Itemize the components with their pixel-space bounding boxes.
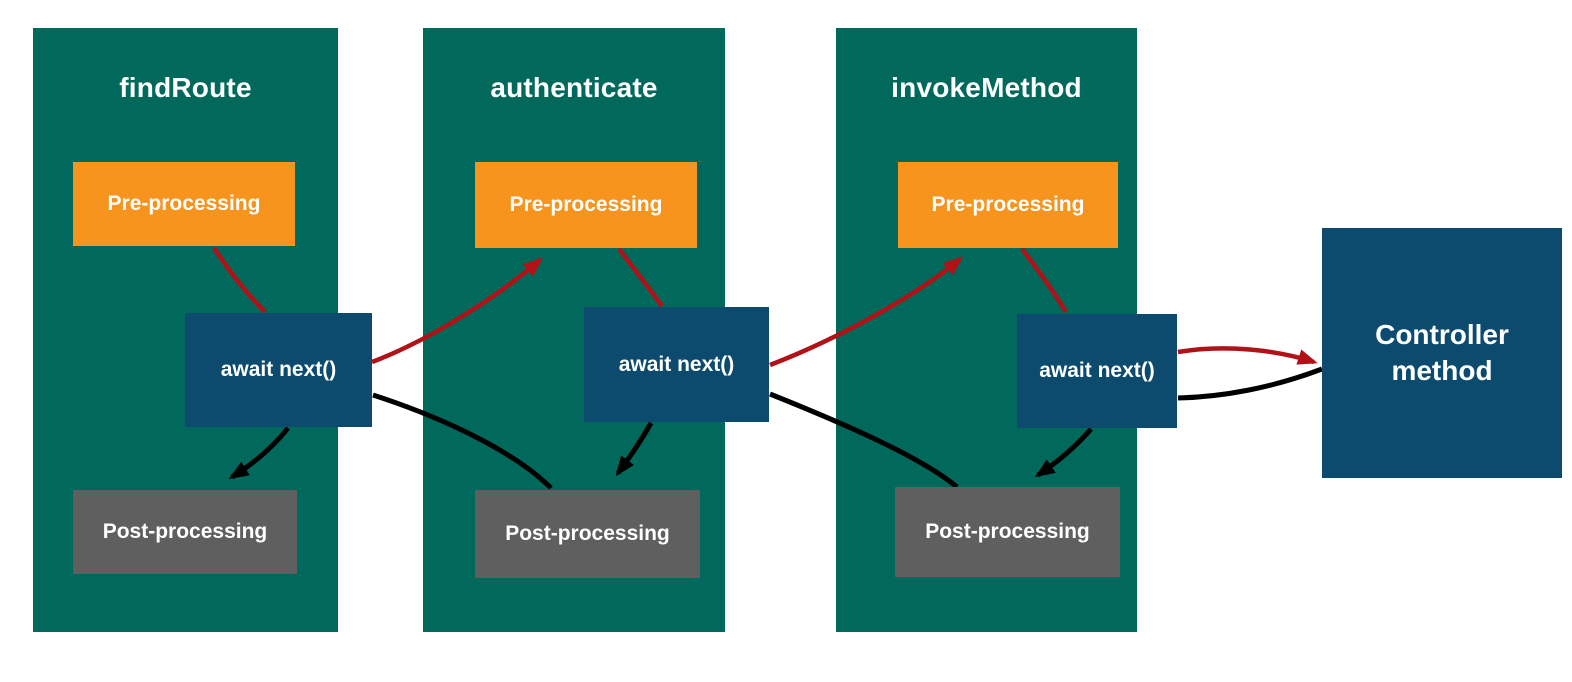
- await-next-box-authenticate: await next(): [584, 307, 769, 422]
- await-next-label: await next(): [220, 358, 337, 381]
- pre-processing-box-findroute: Pre-processing: [73, 162, 295, 246]
- post-processing-box-invokemethod: Post-processing: [895, 487, 1120, 577]
- post-processing-box-findroute: Post-processing: [73, 490, 297, 574]
- pre-processing-label: Pre-processing: [931, 193, 1085, 216]
- await-next-box-findroute: await next(): [185, 313, 372, 427]
- column-title-findroute: findRoute: [119, 72, 252, 103]
- pre-processing-box-authenticate: Pre-processing: [475, 162, 697, 248]
- post-processing-label: Post-processing: [505, 522, 670, 545]
- arrow-await3-controller-request: [1177, 346, 1318, 365]
- controller-method-box: Controller method: [1322, 228, 1562, 478]
- pre-processing-box-invokemethod: Pre-processing: [898, 162, 1118, 248]
- post-processing-label: Post-processing: [102, 520, 268, 543]
- pre-processing-label: Pre-processing: [509, 193, 663, 216]
- await-next-label: await next(): [618, 352, 735, 376]
- await-next-box-invokemethod: await next(): [1017, 314, 1177, 428]
- post-processing-box-authenticate: Post-processing: [475, 490, 700, 578]
- await-next-label: await next(): [1039, 359, 1155, 382]
- column-title-authenticate: authenticate: [490, 72, 658, 103]
- controller-method-label: Controller method: [1375, 318, 1509, 386]
- post-processing-label: Post-processing: [925, 520, 1090, 543]
- column-title-invokemethod: invokeMethod: [891, 72, 1082, 103]
- pre-processing-label: Pre-processing: [107, 192, 261, 215]
- arrow-controller-await3-response: [1177, 366, 1323, 401]
